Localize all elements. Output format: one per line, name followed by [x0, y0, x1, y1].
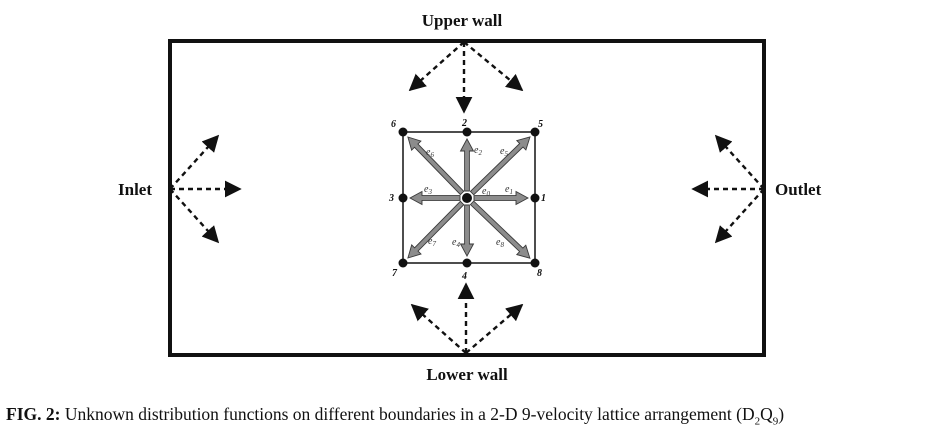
vector-label-e2: e2	[474, 145, 482, 157]
lattice-node-1	[530, 193, 540, 203]
vector-label-e0: e0	[482, 186, 490, 198]
upper-wall-label: Upper wall	[422, 11, 503, 30]
d2q9-lattice-cell: 1 2 3 4 5 6 7 8 e0 e1 e2 e3 e4 e5 e6 e7 …	[388, 118, 546, 282]
lower-wall-label: Lower wall	[426, 365, 508, 384]
node-label-2: 2	[461, 118, 467, 129]
lower-wall-arrow-up-left	[410, 303, 467, 354]
vector-label-e4: e4	[452, 237, 460, 249]
velocity-arrow-e6	[407, 136, 465, 196]
lattice-velocity-arrows	[407, 136, 531, 259]
lattice-node-0	[462, 193, 472, 203]
node-label-3: 3	[388, 193, 394, 204]
lower-wall-arrow-up-right	[465, 303, 524, 354]
caption-subscript-2: 2	[754, 415, 761, 428]
vector-label-e7: e7	[428, 236, 436, 248]
caption-q: Q	[760, 404, 773, 424]
lattice-nodes	[398, 127, 540, 268]
inlet-label: Inlet	[118, 180, 152, 199]
lattice-node-8	[530, 258, 540, 268]
lattice-node-3	[398, 193, 408, 203]
upper-wall-arrow-down-right	[463, 41, 524, 92]
vector-label-e3: e3	[424, 184, 432, 196]
lattice-node-4	[462, 258, 472, 268]
velocity-arrow-e1	[473, 190, 529, 206]
node-label-7: 7	[392, 268, 398, 279]
node-label-4: 4	[461, 271, 467, 282]
inlet-arrow-down-right	[169, 188, 220, 244]
lattice-node-labels: 1 2 3 4 5 6 7 8	[388, 118, 546, 282]
outlet-arrows	[691, 134, 765, 244]
caption-subscript-9: 9	[772, 415, 779, 428]
caption-end: )	[778, 404, 785, 424]
upper-wall-arrows	[408, 41, 524, 114]
lattice-boundary-diagram: Upper wall Lower wall Inlet Outlet 1 2 3…	[118, 11, 822, 384]
lattice-vector-labels: e0 e1 e2 e3 e4 e5 e6 e7 e8	[424, 145, 513, 249]
vector-label-e8: e8	[496, 237, 504, 249]
velocity-arrow-e5	[469, 136, 531, 196]
velocity-arrow-e3	[409, 190, 461, 206]
velocity-arrow-e8	[469, 200, 531, 259]
figure-label: FIG. 2:	[6, 404, 61, 424]
vector-label-e1: e1	[505, 184, 513, 196]
domain-frame	[168, 39, 766, 357]
node-label-6: 6	[391, 119, 396, 130]
vector-label-e6: e6	[426, 147, 434, 159]
node-label-1: 1	[541, 193, 546, 204]
velocity-arrow-e7	[407, 200, 465, 259]
lattice-node-7	[398, 258, 408, 268]
lattice-node-5	[530, 127, 540, 137]
figure-caption: FIG. 2: Unknown distribution functions o…	[6, 403, 941, 428]
vector-label-e5: e5	[500, 146, 508, 158]
lattice-node-6	[398, 127, 408, 137]
outlet-label: Outlet	[775, 180, 822, 199]
node-label-5: 5	[538, 119, 543, 130]
node-label-8: 8	[537, 268, 542, 279]
outlet-arrow-up-left	[714, 134, 765, 190]
velocity-arrow-e4	[459, 204, 475, 257]
inlet-arrows	[169, 134, 242, 244]
lower-wall-arrows	[410, 282, 524, 354]
inlet-arrow-up-right	[169, 134, 220, 190]
outlet-arrow-down-left	[714, 188, 765, 244]
lattice-node-2	[462, 127, 472, 137]
upper-wall-arrow-down-left	[408, 41, 465, 92]
velocity-arrow-e2	[459, 138, 475, 192]
caption-text: Unknown distribution functions on differ…	[60, 404, 755, 424]
